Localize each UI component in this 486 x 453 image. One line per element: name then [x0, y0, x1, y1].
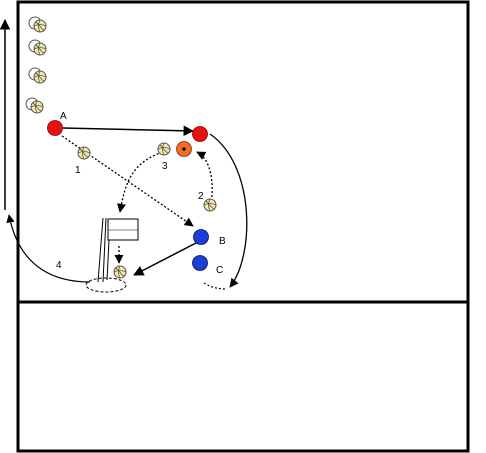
path-1-arrow — [61, 135, 194, 227]
flag-target-icon — [97, 217, 139, 283]
volleyball-icon — [113, 265, 127, 279]
volleyball-icon — [29, 17, 46, 32]
player-label: A — [60, 111, 67, 122]
step-label-2: 2 — [198, 191, 204, 202]
volleyball-icon — [29, 68, 46, 83]
player-label: B — [219, 236, 226, 247]
volleyball-icon — [29, 40, 46, 55]
player-a2 — [192, 126, 208, 142]
pass-arrow-a — [62, 125, 195, 137]
volleyball-icon — [203, 198, 217, 212]
run-arrow-c — [209, 133, 248, 288]
target-zone — [85, 277, 127, 293]
ball-supply — [26, 17, 46, 113]
player-a: A — [47, 111, 67, 136]
pass-arrow-b — [133, 242, 197, 276]
path-4-arrow — [6, 214, 91, 283]
player-label: C — [216, 265, 223, 276]
step-label-1: 1 — [75, 165, 81, 176]
step-label-4: 4 — [56, 260, 62, 271]
step-label-3: 3 — [162, 161, 168, 172]
player-b: B — [193, 229, 226, 247]
c-move-line — [203, 282, 227, 290]
court-boundary — [16, 0, 470, 453]
player-c: C — [192, 255, 223, 276]
volleyball-icon — [77, 146, 91, 160]
volleyball-icon — [157, 142, 171, 156]
setter-cone-icon — [176, 141, 192, 157]
volleyball-icon — [26, 98, 43, 113]
path-3-arrow — [117, 149, 171, 213]
